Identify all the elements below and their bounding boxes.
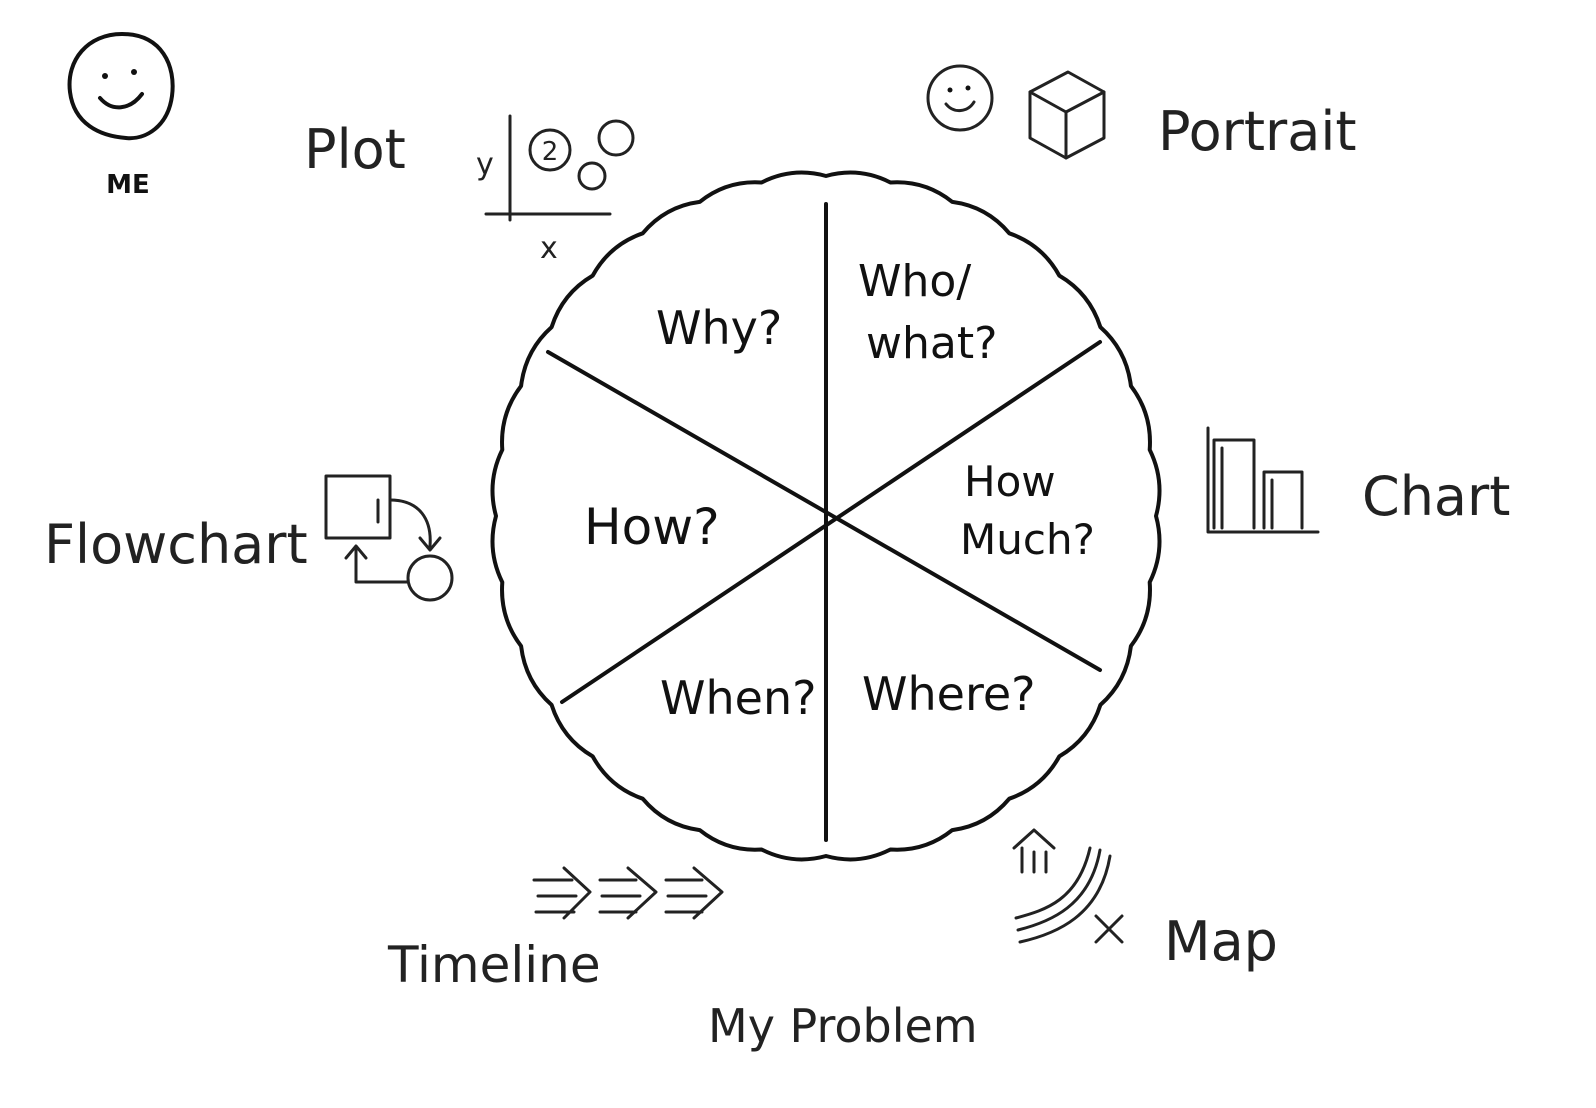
wheel-divider-ascending <box>560 340 1102 704</box>
smiley-face-icon <box>67 32 175 141</box>
segment-when: When? <box>660 671 817 725</box>
chart-label: Chart <box>1362 465 1510 528</box>
plot-bubble-label: 2 <box>542 137 559 167</box>
timeline-label: Timeline <box>387 936 601 994</box>
segment-how: How? <box>584 498 720 556</box>
segment-howmuch-line2: Much? <box>960 515 1095 564</box>
arrows-icon <box>532 866 724 920</box>
map-icon <box>1012 828 1124 944</box>
segment-why: Why? <box>656 301 782 355</box>
wheel-divider-descending <box>546 350 1102 672</box>
scatter-plot-icon <box>484 114 635 222</box>
plot-x-axis-label: x <box>540 231 558 266</box>
segment-who-line2: what? <box>866 318 997 369</box>
small-smiley-icon <box>926 64 994 132</box>
segment-who-line1: Who/ <box>858 256 971 307</box>
segment-where: Where? <box>862 667 1036 721</box>
problem-label: My Problem <box>708 999 978 1053</box>
plot-label: Plot <box>304 118 406 181</box>
map-label: Map <box>1164 910 1278 973</box>
portrait-label: Portrait <box>1158 100 1357 163</box>
problem-wheel <box>490 170 1162 862</box>
plot-y-axis-label: y <box>476 147 494 182</box>
flowchart-icon <box>324 474 454 602</box>
cube-icon <box>1028 70 1106 160</box>
me-label: ME <box>106 170 150 200</box>
bar-chart-icon <box>1206 426 1320 534</box>
segment-howmuch-line1: How <box>964 457 1056 506</box>
wheel-outline <box>490 170 1162 862</box>
flowchart-label: Flowchart <box>44 513 308 576</box>
